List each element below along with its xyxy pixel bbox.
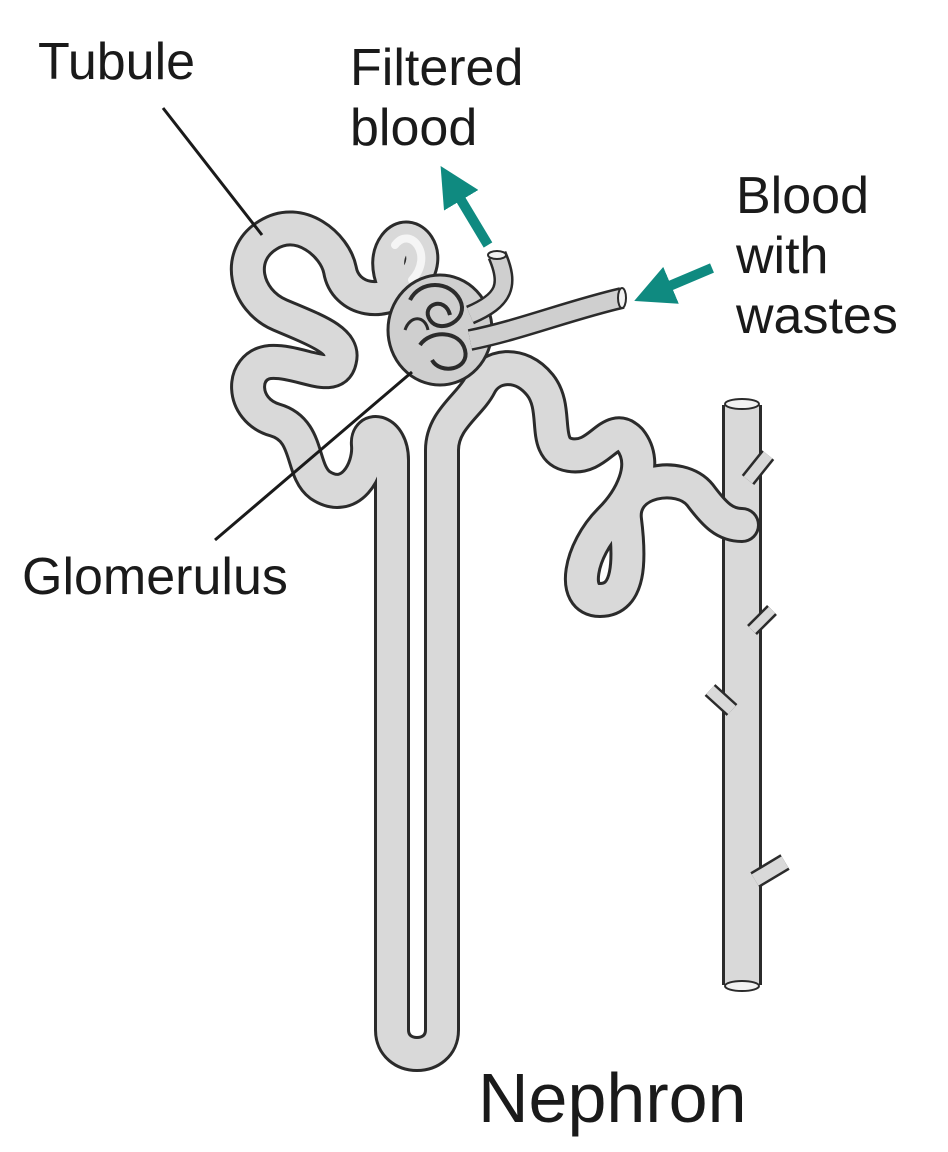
- tubule-label-text: Tubule: [38, 33, 196, 91]
- diagram-title: Nephron: [478, 1058, 747, 1138]
- filtered-blood-arrow: [440, 165, 493, 248]
- tubule-leader-line: [161, 107, 264, 236]
- tubule: [229, 210, 760, 1072]
- blood-with-wastes-label-line-1: Blood: [736, 167, 869, 225]
- blood-with-wastes-label-line-3: wastes: [736, 287, 898, 345]
- blood-with-wastes-label-line-2: with: [736, 227, 829, 285]
- filtered-blood-label-line-2: blood: [350, 99, 478, 157]
- blood-with-wastes-arrow: [634, 263, 714, 304]
- blood-with-wastes-label: Blood with wastes: [736, 166, 898, 346]
- filtered-blood-label: Filtered blood: [350, 38, 523, 158]
- glomerulus: [386, 273, 494, 387]
- afferent-vessel: [467, 287, 627, 351]
- tubule-label: Tubule: [38, 32, 195, 92]
- efferent-vessel: [465, 250, 514, 325]
- diagram-title-text: Nephron: [478, 1059, 747, 1137]
- glomerulus-leader-line: [214, 370, 413, 542]
- glomerulus-label: Glomerulus: [22, 547, 288, 607]
- glomerulus-label-text: Glomerulus: [22, 548, 288, 606]
- collecting-duct: [704, 398, 790, 992]
- filtered-blood-label-line-1: Filtered: [350, 39, 524, 97]
